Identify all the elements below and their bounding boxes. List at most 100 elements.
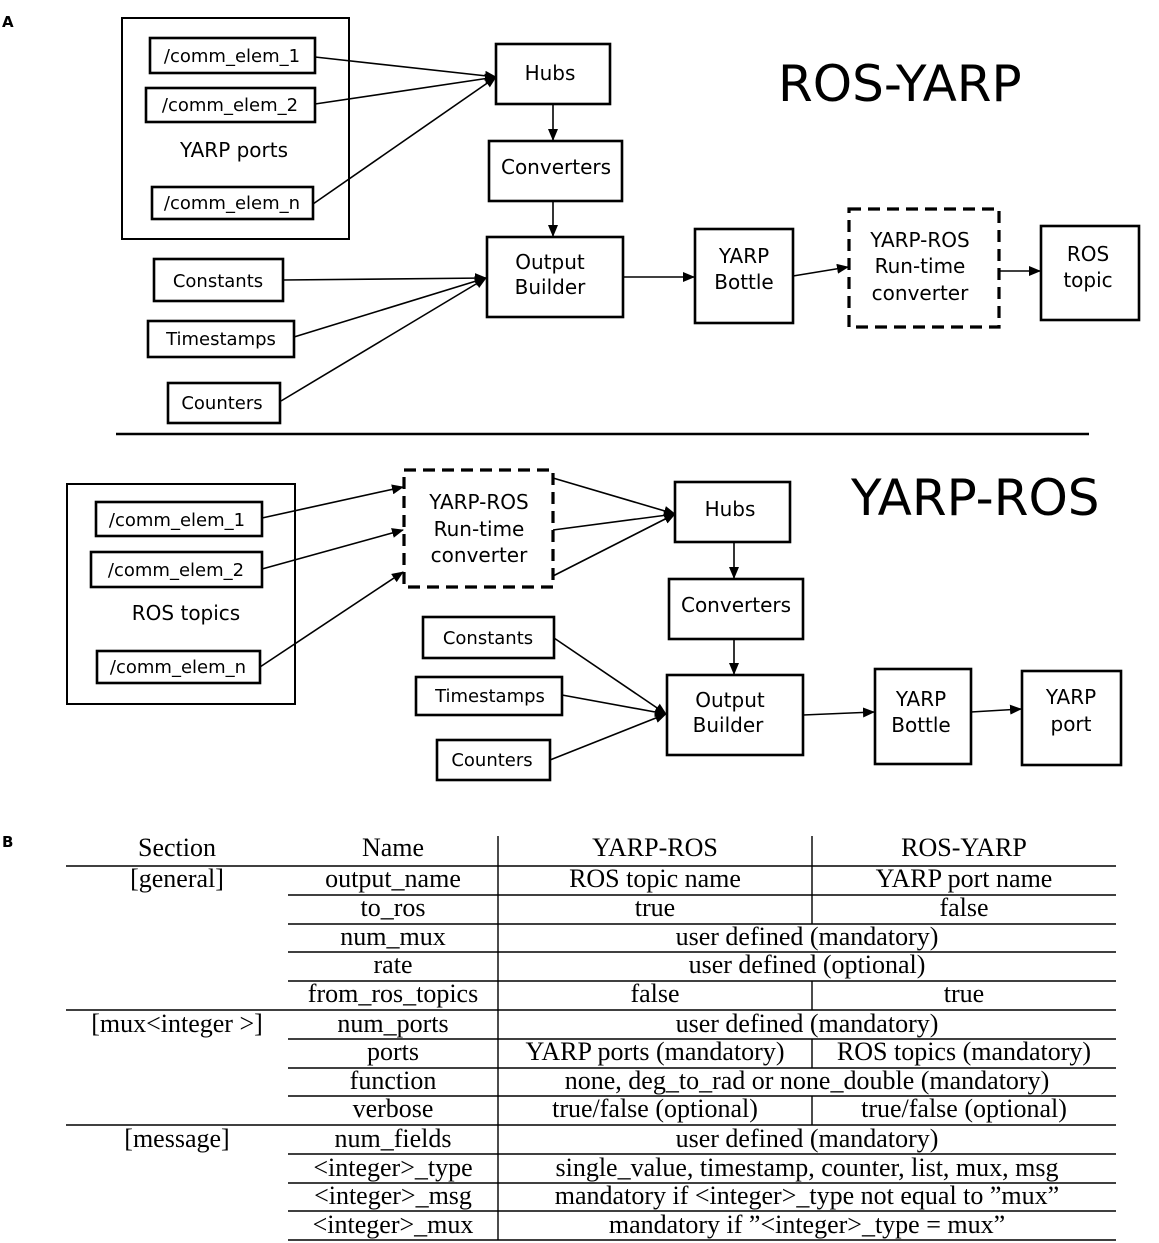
cell-merged: mandatory if <integer>_type not equal to…: [555, 1181, 1059, 1210]
panel-b-label: B: [2, 833, 13, 851]
yarp-ros-counters-box: [435, 738, 552, 782]
ros-yarp-output-builder-box: [485, 235, 625, 319]
cell-yarp-ros: ROS topic name: [569, 864, 741, 893]
ros-yarp-runtime-line2: Run-time: [875, 254, 966, 278]
config-table: Section Name YARP-ROS ROS-YARP [general]…: [66, 833, 1116, 1241]
ros-yarp-constants-label: Constants: [173, 271, 263, 292]
ros-yarp-runtime-line3: converter: [872, 281, 969, 305]
ros-yarp-timestamps-box: [146, 319, 296, 359]
cell-name: ports: [367, 1037, 419, 1066]
ros-topic-1: [94, 500, 264, 538]
yarp-ros-title: YARP-ROS: [850, 469, 1100, 527]
cell-name: <integer>_mux: [313, 1210, 474, 1239]
ros-yarp-runtime-line1: YARP-ROS: [869, 228, 969, 252]
panel-a-label: A: [2, 13, 14, 31]
yarp-ros-counters-label: Counters: [451, 750, 532, 771]
yarp-ros-bottle-line1: YARP: [895, 687, 946, 711]
ros-yarp-edges: [280, 56, 1041, 402]
yarp-ros-output-builder-line2: Builder: [693, 713, 765, 737]
cell-merged: user defined (mandatory): [676, 922, 939, 951]
edge-runtime-hubs-1: [552, 477, 676, 516]
edge-counters-builder-2: [549, 713, 667, 761]
yarp-port-2-label: /comm_elem_2: [162, 95, 298, 116]
ros-yarp-bottle-line1: YARP: [718, 244, 769, 268]
ros-topic-n: [95, 649, 262, 685]
ros-topics-group: [66, 483, 296, 705]
cell-name: output_name: [325, 864, 461, 893]
yarp-ros-output-builder-box: [665, 673, 805, 757]
yarp-ros-edges: [259, 477, 1022, 761]
yarp-ros-constants-box: [421, 615, 556, 660]
edge-timestamps-builder-2: [561, 694, 667, 717]
yarp-ros-converters-label: Converters: [681, 593, 791, 617]
edge-counters-builder: [280, 277, 487, 402]
cell-yarp-ros: YARP ports (mandatory): [525, 1037, 784, 1066]
cell-name: function: [350, 1066, 437, 1095]
cell-name: to_ros: [361, 893, 426, 922]
cell-merged: single_value, timestamp, counter, list, …: [555, 1153, 1058, 1182]
ros-yarp-title: ROS-YARP: [778, 55, 1022, 113]
ros-yarp-converters-label: Converters: [501, 155, 611, 179]
cell-name: num_ports: [337, 1009, 448, 1038]
cell-yarp-ros: false: [630, 979, 679, 1008]
cell-name: verbose: [353, 1094, 434, 1123]
edge-topic1-runtime: [261, 484, 404, 519]
header-yarp-ros: YARP-ROS: [592, 833, 718, 862]
edge-port1-hubs: [314, 56, 497, 81]
ros-yarp-counters-label: Counters: [181, 393, 262, 414]
edge-bottle-port-2: [970, 704, 1022, 715]
cell-name: <integer>_msg: [314, 1181, 472, 1210]
cell-merged: mandatory if ”<integer>_type = mux”: [609, 1210, 1005, 1239]
yarp-ros-yarp-port-box: [1020, 669, 1123, 767]
ros-yarp-bottle-box: [693, 227, 795, 325]
edge-constants-builder: [282, 273, 487, 284]
ros-topic-1-label: /comm_elem_1: [109, 510, 245, 531]
yarp-ros-converters-box: [667, 577, 805, 641]
cell-name: <integer>_type: [313, 1153, 472, 1182]
edge-portn-hubs: [312, 76, 497, 205]
edge-port2-hubs: [314, 73, 497, 105]
edge-runtime-hubs-2: [552, 510, 676, 531]
ros-yarp-runtime-converter-box: [847, 207, 1001, 329]
yarp-ros-yarp-port-line2: port: [1051, 712, 1092, 736]
cell-ros-yarp: true/false (optional): [861, 1094, 1067, 1123]
yarp-port-1-label: /comm_elem_1: [164, 46, 300, 67]
cell-name: from_ros_topics: [308, 979, 478, 1008]
header-name: Name: [362, 833, 424, 862]
ros-yarp-ros-topic-line2: topic: [1063, 268, 1112, 292]
edge-topicn-runtime: [259, 571, 404, 668]
edge-timestamps-builder: [293, 276, 487, 338]
cell-ros-yarp: ROS topics (mandatory): [837, 1037, 1091, 1066]
edge-topic2-runtime: [261, 528, 404, 570]
yarp-ros-timestamps-box: [414, 675, 564, 717]
ros-yarp-constants-box: [152, 257, 285, 303]
ros-topic-2: [89, 550, 264, 589]
cell-section: [mux<integer >]: [91, 1009, 263, 1038]
ros-yarp-counters-box: [166, 381, 282, 425]
yarp-port-n: [150, 185, 315, 221]
cell-merged: user defined (mandatory): [676, 1124, 939, 1153]
edge-builder-bottle-2: [802, 707, 875, 718]
edge-runtime-hubs-3: [552, 513, 676, 577]
ros-yarp-bottle-line2: Bottle: [714, 270, 774, 294]
yarp-ros-output-builder-line1: Output: [695, 688, 765, 712]
ros-yarp-hubs-label: Hubs: [525, 61, 576, 85]
cell-merged: user defined (optional): [689, 950, 926, 979]
yarp-ros-runtime-line2: Run-time: [434, 517, 525, 541]
yarp-ros-bottle-line2: Bottle: [891, 713, 951, 737]
ros-yarp-output-builder-line1: Output: [515, 250, 585, 274]
cell-merged: user defined (mandatory): [676, 1009, 939, 1038]
yarp-ports-group: [121, 17, 350, 240]
edge-bottle-runtime: [792, 263, 849, 277]
cell-section: [message]: [124, 1124, 229, 1153]
cell-yarp-ros: true: [635, 893, 675, 922]
ros-yarp-ros-topic-line1: ROS: [1067, 242, 1109, 266]
yarp-port-2: [144, 86, 317, 124]
ros-topic-n-label: /comm_elem_n: [110, 657, 246, 678]
yarp-ros-runtime-converter-box: [402, 468, 555, 589]
ros-yarp-output-builder-line2: Builder: [515, 275, 587, 299]
cell-ros-yarp: YARP port name: [876, 864, 1053, 893]
yarp-port-n-label: /comm_elem_n: [164, 193, 300, 214]
ros-topic-2-label: /comm_elem_2: [108, 560, 244, 581]
ros-yarp-converters-box: [487, 139, 624, 203]
